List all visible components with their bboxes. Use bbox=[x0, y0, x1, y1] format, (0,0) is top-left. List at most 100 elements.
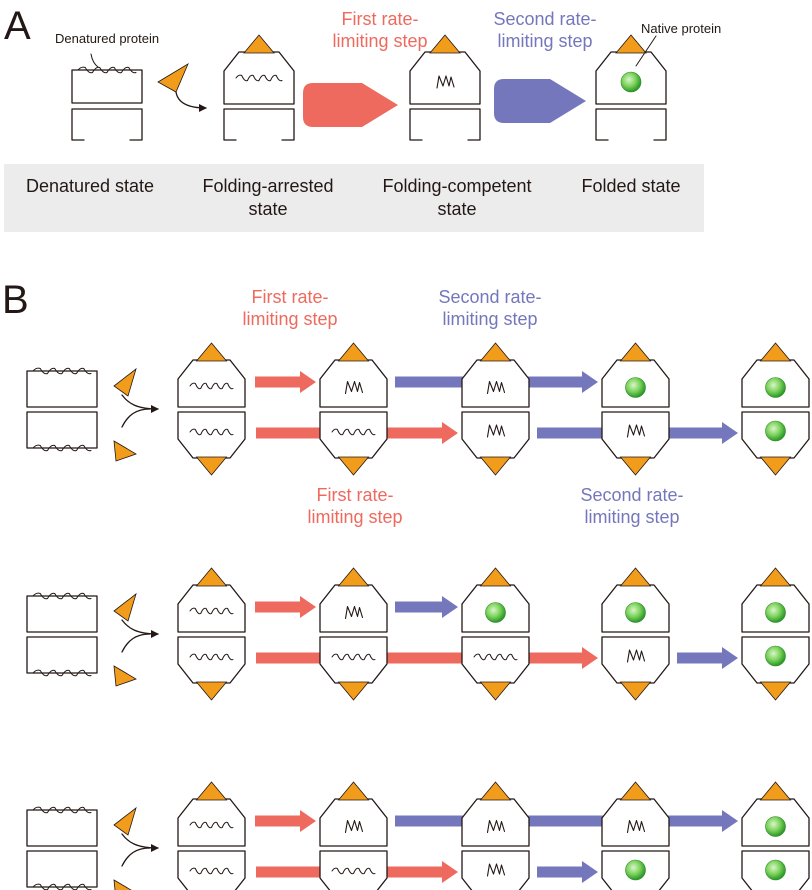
chamber-bottom-col-4 bbox=[601, 850, 670, 890]
orange-triangle-cap-icon bbox=[157, 63, 189, 93]
arrested-bottom-ring bbox=[223, 108, 295, 141]
top-row-first-step-arrow bbox=[255, 596, 316, 618]
orange-triangle-cap-icon bbox=[113, 440, 137, 462]
panel-a-graphics bbox=[71, 34, 667, 141]
scenario-denatured-complex bbox=[26, 592, 159, 687]
orange-triangle-cap-icon bbox=[195, 781, 228, 801]
orange-triangle-cap-icon bbox=[113, 592, 137, 622]
chamber-bottom-col-2 bbox=[319, 636, 388, 701]
partially-folded-chain-icon bbox=[626, 649, 646, 663]
orange-triangle-cap-icon bbox=[113, 665, 137, 687]
chaperonin-ring-top bbox=[71, 69, 143, 104]
orange-triangle-cap-icon bbox=[619, 681, 652, 701]
orange-triangle-cap-icon bbox=[759, 781, 792, 801]
chamber-top-col-1 bbox=[177, 342, 246, 408]
orange-triangle-cap-icon bbox=[337, 681, 370, 701]
orange-triangle-cap-icon bbox=[759, 681, 792, 701]
green-sphere-native-protein-icon bbox=[765, 816, 786, 837]
top-row-first-step-arrow bbox=[255, 371, 316, 393]
orange-triangle-cap-icon bbox=[113, 806, 137, 836]
partially-folded-chain-icon bbox=[344, 819, 364, 834]
chamber-bottom-half bbox=[319, 850, 388, 890]
chamber-bottom-half bbox=[461, 850, 530, 890]
top-row-second-step-arrow bbox=[395, 596, 458, 618]
orange-triangle-cap-icon bbox=[759, 567, 792, 587]
chamber-bottom-half bbox=[177, 850, 246, 890]
ring-bottom bbox=[26, 850, 98, 888]
orange-triangle-cap-icon bbox=[113, 367, 137, 397]
squiggle-denatured-strand-icon bbox=[32, 367, 92, 375]
orange-triangle-cap-icon bbox=[619, 456, 652, 476]
ring-top bbox=[26, 809, 98, 847]
squiggle-denatured-strand-icon bbox=[331, 428, 376, 436]
squiggle-denatured-strand-icon bbox=[32, 806, 92, 814]
orange-triangle-cap-icon bbox=[619, 567, 652, 587]
green-sphere-native-protein-icon bbox=[765, 602, 786, 623]
chamber-top-col-1 bbox=[177, 781, 246, 847]
chamber-top-col-5 bbox=[741, 781, 810, 847]
chamber-top-half bbox=[177, 584, 246, 633]
chamber-top-half bbox=[177, 359, 246, 408]
chamber-bottom-col-1 bbox=[177, 636, 246, 701]
arrested-top-chamber bbox=[223, 34, 295, 105]
chamber-bottom-col-3 bbox=[461, 850, 530, 890]
orange-triangle-cap-icon bbox=[615, 34, 647, 54]
bottom-row-second-step-arrow bbox=[537, 861, 598, 883]
chamber-bottom-col-5 bbox=[741, 850, 810, 890]
orange-triangle-cap-icon bbox=[759, 456, 792, 476]
chamber-top-col-3 bbox=[461, 781, 530, 847]
green-sphere-native-protein-icon bbox=[485, 602, 506, 623]
chamber-top-col-4 bbox=[601, 781, 670, 847]
squiggle-denatured-strand-icon bbox=[189, 653, 234, 661]
bottom-row-second-step-arrow bbox=[677, 647, 738, 669]
squiggle-denatured-strand-icon bbox=[473, 653, 518, 661]
binding-arrow-upper bbox=[121, 833, 159, 852]
scenario-3 bbox=[26, 781, 810, 890]
chamber-bottom-col-2 bbox=[319, 411, 388, 476]
orange-triangle-cap-icon bbox=[429, 34, 461, 54]
top-row-first-step-arrow bbox=[255, 810, 316, 832]
competent-top-chamber bbox=[409, 34, 481, 105]
squiggle-denatured-strand-icon bbox=[189, 821, 234, 829]
squiggle-denatured-strand-icon bbox=[32, 592, 92, 600]
orange-triangle-cap-icon bbox=[337, 456, 370, 476]
ring-bottom bbox=[26, 411, 98, 449]
ring-top bbox=[26, 370, 98, 408]
orange-triangle-cap-icon bbox=[619, 342, 652, 362]
chamber-bottom-col-4 bbox=[601, 636, 670, 701]
orange-triangle-cap-icon bbox=[337, 567, 370, 587]
ring-bottom bbox=[26, 636, 98, 674]
chamber-bottom-half bbox=[461, 411, 530, 459]
orange-triangle-cap-icon bbox=[195, 567, 228, 587]
competent-bottom-ring bbox=[409, 108, 481, 141]
bottom-row-first-step-arrow bbox=[256, 647, 598, 669]
binding-arrow-lower bbox=[121, 408, 151, 428]
partially-folded-chain-icon bbox=[344, 605, 364, 620]
orange-triangle-cap-icon bbox=[479, 781, 512, 801]
green-sphere-native-protein-icon bbox=[765, 645, 786, 667]
panel-a-folded-complex bbox=[595, 34, 667, 141]
partially-folded-chain-icon bbox=[344, 380, 364, 395]
squiggle-denatured-strand-icon bbox=[235, 74, 283, 82]
scenario-2 bbox=[26, 567, 810, 701]
chamber-top-col-5 bbox=[741, 342, 810, 408]
chamber-top-half bbox=[177, 798, 246, 847]
chamber-bottom-col-5 bbox=[741, 636, 810, 701]
chamber-bottom-col-5 bbox=[741, 411, 810, 476]
panel-b-graphics bbox=[26, 342, 810, 890]
green-sphere-native-protein-icon bbox=[765, 859, 786, 881]
folded-bottom-ring bbox=[595, 108, 667, 141]
orange-triangle-cap-icon bbox=[195, 456, 228, 476]
squiggle-denatured-strand-icon bbox=[331, 867, 376, 875]
chamber-top-col-2 bbox=[319, 781, 388, 847]
orange-triangle-cap-icon bbox=[479, 681, 512, 701]
scenario-1 bbox=[26, 342, 810, 476]
folded-top-chamber bbox=[595, 34, 667, 105]
partially-folded-chain-icon bbox=[486, 380, 506, 395]
chamber-top-col-2 bbox=[319, 342, 388, 408]
binding-arrow bbox=[175, 91, 207, 112]
chamber-bottom-col-1 bbox=[177, 850, 246, 890]
chaperonin-ring-bottom bbox=[71, 108, 143, 141]
squiggle-denatured-strand-icon bbox=[32, 669, 92, 677]
squiggle-denatured-strand-icon bbox=[189, 382, 234, 390]
